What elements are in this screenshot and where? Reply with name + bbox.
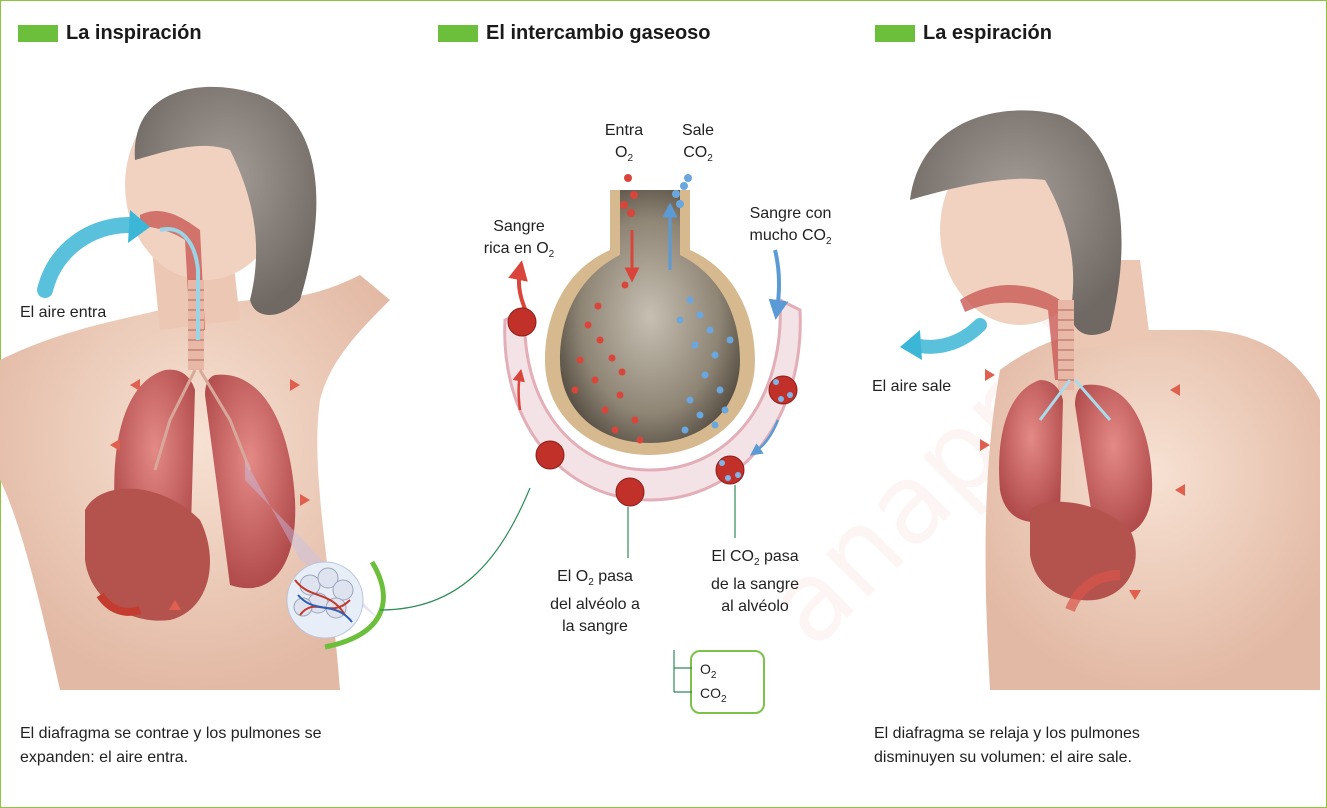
label-air-leaves: El aire sale (872, 376, 951, 398)
label-sangre-rica: Sangre rica en O2 (464, 216, 574, 266)
expiration-figure (900, 110, 1320, 690)
label-sangre-co2: Sangre con mucho CO2 (728, 203, 853, 253)
label-o2-pasa: El O2 pasa del alvéolo a la sangre (530, 566, 660, 638)
label-air-enters: El aire entra (20, 302, 106, 324)
legend-co2: CO2 (700, 684, 727, 709)
inspiration-figure (0, 87, 530, 690)
caption-espiracion-line1: El diafragma se relaja y los pulmones (874, 722, 1140, 746)
caption-inspiracion-line2: expanden: el aire entra. (20, 746, 188, 770)
caption-espiracion-line2: disminuyen su volumen: el aire sale. (874, 746, 1132, 770)
legend-o2: O2 (700, 660, 716, 685)
legend-box: O2 CO2 (690, 650, 765, 714)
label-sale-co2: Sale CO2 (668, 120, 728, 170)
label-entra-o2: Entra O2 (594, 120, 654, 170)
label-co2-pasa: El CO2 pasa de la sangre al alvéolo (690, 546, 820, 618)
caption-inspiracion-line1: El diafragma se contrae y los pulmones s… (20, 722, 321, 746)
